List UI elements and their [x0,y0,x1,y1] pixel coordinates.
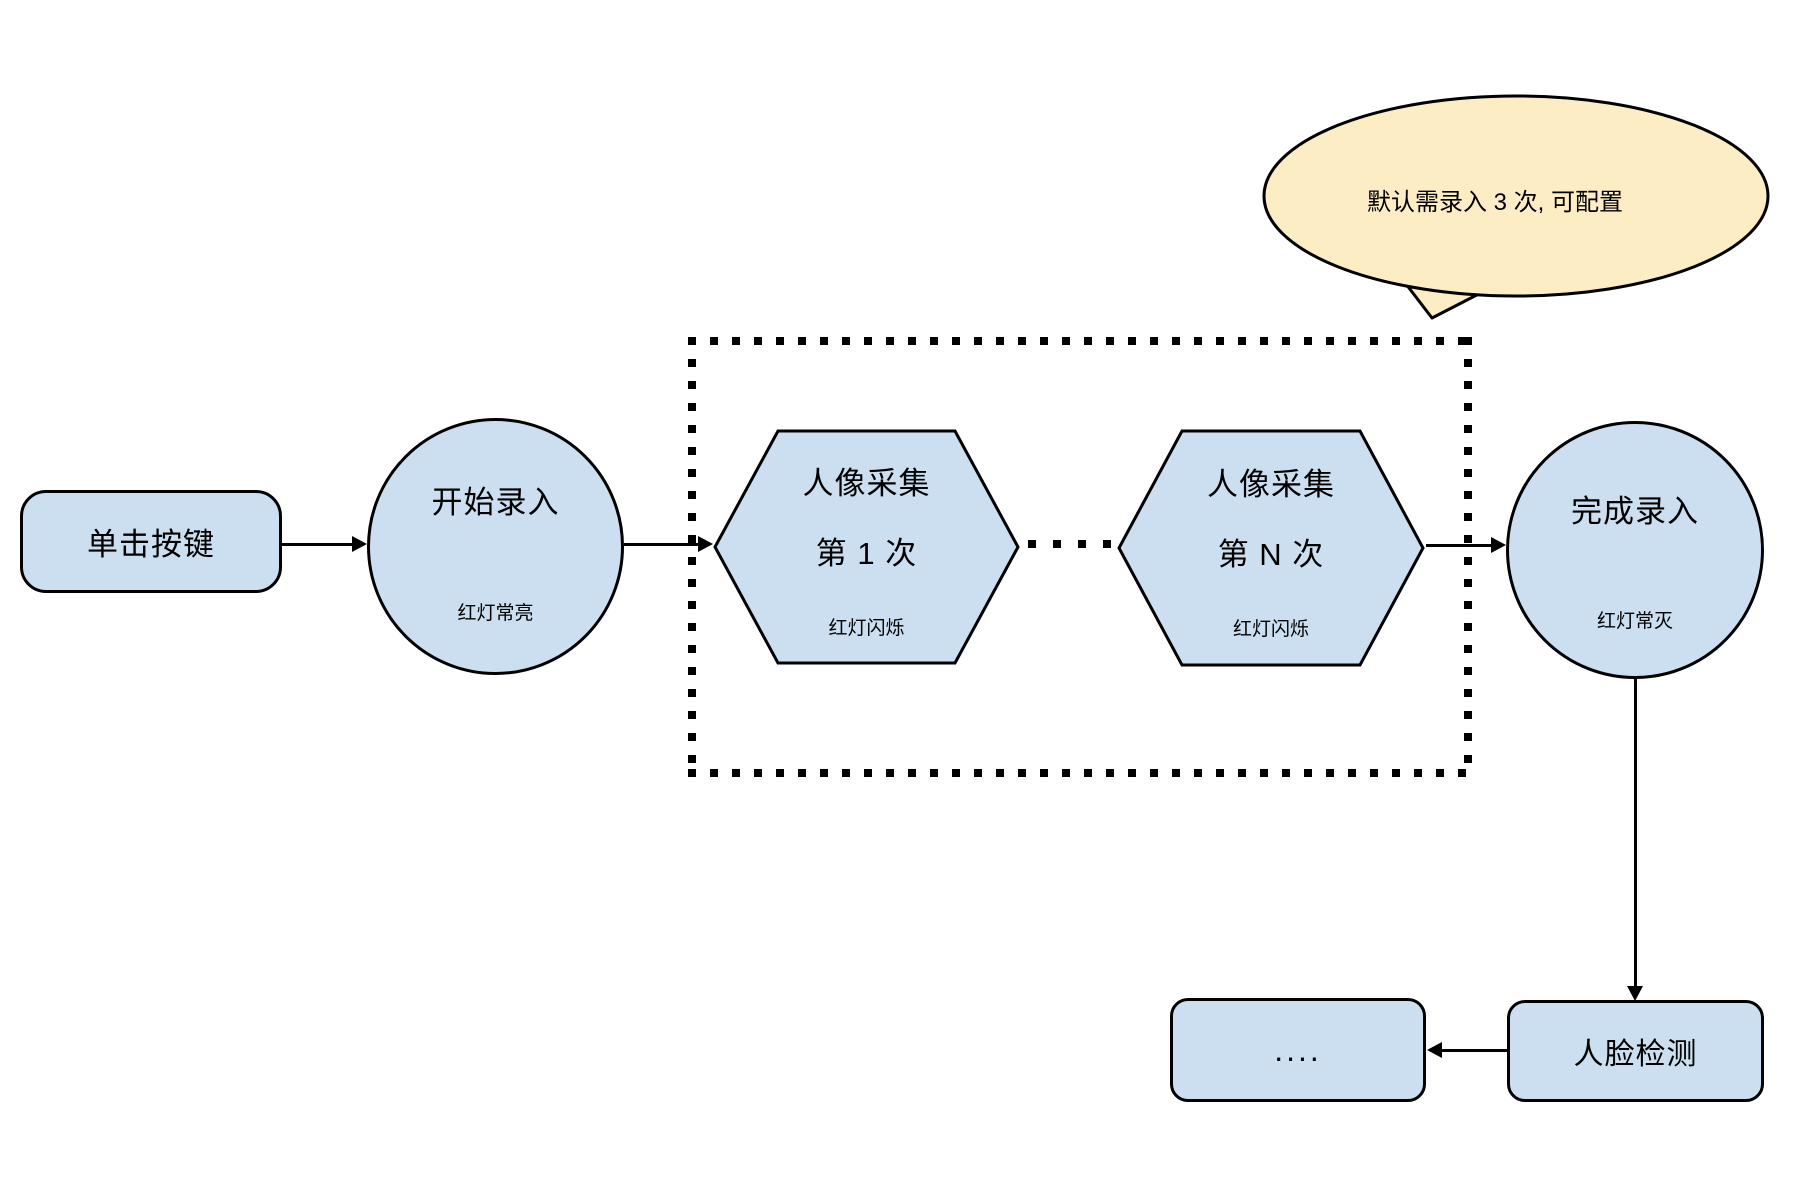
arrowhead-finish-to-face [1627,986,1643,1001]
arrow-click-to-start [282,543,354,546]
hexagon-shape [713,429,1020,665]
node-click-button: 单击按键 [20,490,282,593]
node-face-detect: 人脸检测 [1507,1000,1764,1102]
node-capture-first-subtitle: 红灯闪烁 [828,618,905,639]
arrowhead-click-to-start [352,536,367,552]
node-finish-record-title: 完成录入 [1571,494,1699,529]
ellipsis-dot [1103,540,1111,548]
ellipsis-dot [1053,540,1061,548]
arrow-finish-to-face [1634,679,1637,989]
node-click-button-label: 单击按键 [87,527,215,562]
arrowhead-captureN-to-finish [1491,537,1506,553]
node-capture-nth-line2: 第 N 次 [1217,537,1325,572]
group-border-right [1464,337,1472,777]
node-start-record-subtitle: 红灯常亮 [457,603,534,624]
arrowhead-start-to-capture1 [698,536,713,552]
node-capture-first-line2: 第 1 次 [815,536,918,571]
arrowhead-face-to-more [1427,1042,1442,1058]
callout-text: 默认需录入 3 次, 可配置 [1366,189,1624,216]
node-face-detect-label: 人脸检测 [1573,1038,1698,1071]
group-border-top [688,337,1472,345]
callout-bubble: 默认需录入 3 次, 可配置 [1250,82,1795,334]
node-capture-nth-title: 人像采集 [1207,467,1335,502]
node-capture-first-title: 人像采集 [802,466,931,501]
node-finish-record: 完成录入 红灯常灭 [1506,421,1764,679]
hexagon-shape [1117,429,1425,667]
node-capture-first: 人像采集 第 1 次 红灯闪烁 [713,429,1020,665]
node-more-steps-label: .... [1274,1031,1322,1068]
group-border-left [688,337,696,777]
arrow-face-to-more [1441,1049,1508,1052]
capture-loop-group [688,337,1472,777]
node-more-steps: .... [1170,998,1426,1102]
ellipsis-dot [1028,540,1036,548]
node-finish-record-subtitle: 红灯常灭 [1596,611,1673,632]
arrow-start-to-capture1 [624,543,700,546]
node-capture-nth: 人像采集 第 N 次 红灯闪烁 [1117,429,1425,667]
ellipsis-dot [1078,540,1086,548]
node-start-record-title: 开始录入 [431,485,560,520]
node-start-record: 开始录入 红灯常亮 [367,418,624,675]
node-capture-nth-subtitle: 红灯闪烁 [1232,619,1309,640]
arrow-captureN-to-finish [1426,544,1492,547]
speech-bubble-shape [1262,94,1770,320]
group-border-bottom [688,769,1472,777]
